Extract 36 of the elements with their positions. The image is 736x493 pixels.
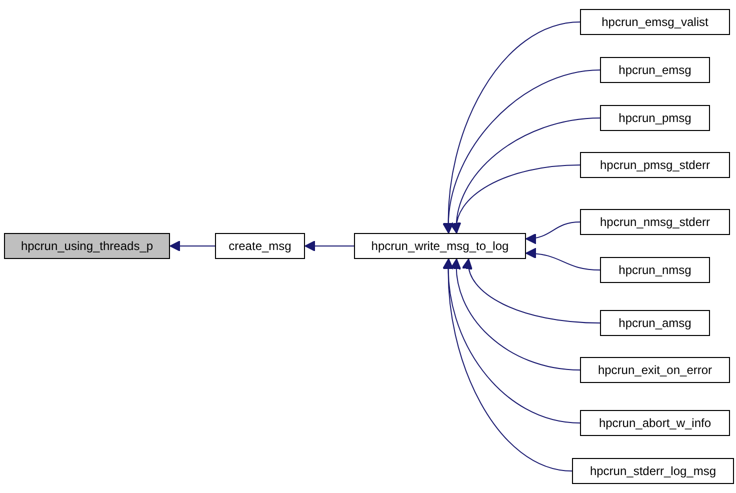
call-arrow: [443, 70, 600, 234]
function-name: hpcrun_nmsg: [618, 263, 692, 277]
function-name: create_msg: [228, 239, 292, 253]
call-arrow: [526, 248, 600, 270]
call-arrow: [451, 118, 600, 234]
call-arrow: [451, 258, 580, 370]
function-box: [600, 257, 710, 283]
function-box: [600, 105, 710, 131]
function-box: [215, 233, 305, 259]
call-arrow: [451, 164, 580, 234]
function-name: hpcrun_emsg_valist: [602, 15, 708, 29]
function-name: hpcrun_stderr_log_msg: [590, 464, 716, 478]
function-name: hpcrun_amsg: [618, 316, 692, 330]
function-name: hpcrun_write_msg_to_log: [371, 239, 509, 253]
function-box: [354, 233, 526, 259]
function-name: hpcrun_abort_w_info: [598, 416, 712, 430]
function-box: [580, 9, 730, 35]
function-box: [572, 458, 734, 484]
function-name: hpcrun_pmsg_stderr: [600, 158, 710, 172]
call-arrow: [304, 240, 354, 252]
call-arrow: [443, 258, 572, 472]
function-box: [4, 233, 170, 259]
call-arrow: [463, 258, 600, 324]
function-box: [580, 357, 730, 383]
function-name: hpcrun_pmsg: [618, 111, 692, 125]
function-box: [600, 57, 710, 83]
function-box: [580, 152, 730, 178]
function-box: [580, 209, 730, 235]
function-name: hpcrun_emsg: [618, 63, 692, 77]
call-arrow: [170, 240, 216, 252]
function-name: hpcrun_nmsg_stderr: [600, 215, 710, 229]
function-name: hpcrun_exit_on_error: [598, 363, 712, 377]
function-box: [600, 310, 710, 336]
function-box: [580, 410, 730, 436]
call-arrow: [526, 222, 580, 244]
function-name: hpcrun_using_threads_p: [20, 239, 154, 253]
